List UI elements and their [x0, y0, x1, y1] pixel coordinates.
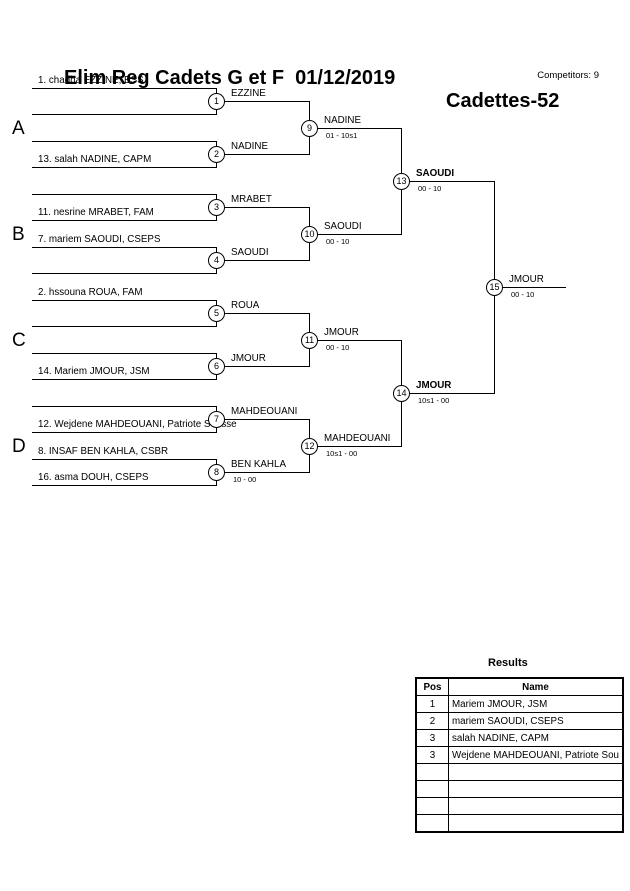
result-pos: 1 — [415, 695, 449, 713]
event-title: Elim Reg Cadets G et F 01/12/2019 — [64, 67, 396, 89]
table-row — [415, 797, 624, 815]
table-row: 2 mariem SAOUDI, CSEPS — [415, 712, 624, 730]
winner-m10: SAOUDI — [324, 221, 362, 232]
winner-m13: SAOUDI — [416, 168, 455, 179]
entry-ezzine: 1. chadha EZZINE, ESS — [38, 75, 144, 86]
entry-mahdeouani: 12. Wejdene MAHDEOUANI, Patriote Sousse — [38, 419, 237, 430]
result-pos — [415, 780, 449, 798]
pool-label-c: C — [12, 330, 26, 351]
match-number-2: 2 — [208, 146, 225, 163]
winner-m6: JMOUR — [231, 353, 266, 364]
winner-m9: NADINE — [324, 115, 362, 126]
table-row: 3 salah NADINE, CAPM — [415, 729, 624, 747]
winner-m11: JMOUR — [324, 327, 359, 338]
table-row — [415, 780, 624, 798]
match-number-15: 15 — [486, 279, 503, 296]
winner-m2: NADINE — [231, 141, 269, 152]
pool-label-a: A — [12, 118, 25, 139]
page-title: Elim Reg Cadets G et F 01/12/2019 Cadett… — [0, 44, 630, 113]
winner-m12: MAHDEOUANI — [324, 433, 391, 444]
match-number-6: 6 — [208, 358, 225, 375]
match-number-14: 14 — [393, 385, 410, 402]
match-number-10: 10 — [301, 226, 318, 243]
results-table: Pos Name 1 Mariem JMOUR, JSM 2 mariem SA… — [415, 677, 624, 833]
match-number-5: 5 — [208, 305, 225, 322]
match-number-4: 4 — [208, 252, 225, 269]
winner-m15: JMOUR — [509, 274, 544, 285]
category-title: Cadettes-52 — [446, 90, 560, 112]
score-m13: 00 - 10 — [418, 184, 442, 193]
match-number-12: 12 — [301, 438, 318, 455]
match-number-9: 9 — [301, 120, 318, 137]
result-name — [447, 814, 624, 833]
results-header-pos: Pos — [415, 677, 449, 696]
result-name — [447, 763, 624, 781]
winner-m1: EZZINE — [231, 88, 266, 99]
match-number-13: 13 — [393, 173, 410, 190]
result-pos — [415, 763, 449, 781]
result-name: mariem SAOUDI, CSEPS — [447, 712, 624, 730]
score-m10: 00 - 10 — [326, 237, 350, 246]
match-number-11: 11 — [301, 332, 318, 349]
entry-ben-kahla: 8. INSAF BEN KAHLA, CSBR — [38, 446, 169, 457]
entry-mrabet: 11. nesrine MRABET, FAM — [38, 207, 154, 218]
score-m14: 10s1 - 00 — [418, 396, 450, 405]
entry-saoudi: 7. mariem SAOUDI, CSEPS — [38, 234, 161, 245]
match-number-7: 7 — [208, 411, 225, 428]
result-pos: 3 — [415, 729, 449, 747]
score-m11: 00 - 10 — [326, 343, 350, 352]
table-row: 3 Wejdene MAHDEOUANI, Patriote Sou — [415, 746, 624, 764]
table-row: 1 Mariem JMOUR, JSM — [415, 695, 624, 713]
result-name — [447, 780, 624, 798]
results-header-row: Pos Name — [415, 677, 624, 696]
result-pos — [415, 797, 449, 815]
result-pos: 3 — [415, 746, 449, 764]
match-number-3: 3 — [208, 199, 225, 216]
score-m8: 10 - 00 — [233, 475, 257, 484]
result-name: Mariem JMOUR, JSM — [447, 695, 624, 713]
match-number-1: 1 — [208, 93, 225, 110]
result-pos: 2 — [415, 712, 449, 730]
winner-m3: MRABET — [231, 194, 272, 205]
result-name: Wejdene MAHDEOUANI, Patriote Sou — [447, 746, 624, 764]
winner-m14: JMOUR — [416, 380, 452, 391]
result-pos — [415, 814, 449, 833]
competitors-count: Competitors: 9 — [537, 70, 599, 81]
table-row — [415, 763, 624, 781]
result-name: salah NADINE, CAPM — [447, 729, 624, 747]
results-title: Results — [488, 657, 528, 669]
entry-roua: 2. hssouna ROUA, FAM — [38, 287, 143, 298]
score-m12: 10s1 - 00 — [326, 449, 358, 458]
pool-label-d: D — [12, 436, 26, 457]
results-header-name: Name — [447, 677, 624, 696]
entry-douh: 16. asma DOUH, CSEPS — [38, 472, 149, 483]
score-m9: 01 - 10s1 — [326, 131, 358, 140]
winner-m5: ROUA — [231, 300, 260, 311]
entry-nadine: 13. salah NADINE, CAPM — [38, 154, 152, 165]
entry-jmour: 14. Mariem JMOUR, JSM — [38, 366, 150, 377]
match-number-8: 8 — [208, 464, 225, 481]
result-name — [447, 797, 624, 815]
winner-m4: SAOUDI — [231, 247, 269, 258]
winner-m8: BEN KAHLA — [231, 459, 286, 470]
winner-m7: MAHDEOUANI — [231, 406, 298, 417]
score-m15: 00 - 10 — [511, 290, 535, 299]
table-row — [415, 814, 624, 833]
pool-label-b: B — [12, 224, 25, 245]
